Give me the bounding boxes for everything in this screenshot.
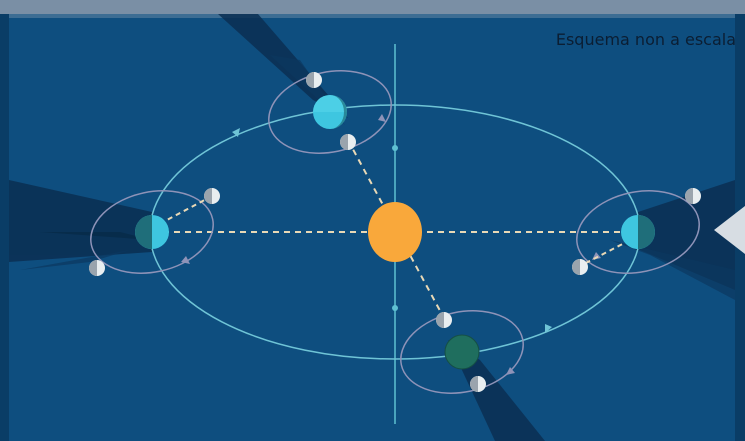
moon-orbits bbox=[90, 70, 700, 394]
moon-arrow-left bbox=[181, 256, 190, 264]
earth-bottom bbox=[444, 334, 480, 370]
sun bbox=[368, 202, 422, 262]
earth-left bbox=[135, 215, 169, 249]
top-strip-edge bbox=[0, 14, 745, 18]
shadow-left bbox=[9, 180, 152, 262]
shadow-right bbox=[638, 180, 735, 290]
left-edge bbox=[0, 14, 9, 441]
orbit-arrow-left bbox=[232, 128, 240, 137]
moon-arrow-top bbox=[378, 114, 386, 122]
axis-dot-top bbox=[392, 145, 398, 151]
earth-top bbox=[313, 95, 347, 129]
moon-arrow-bottom bbox=[506, 367, 515, 375]
moon-orbit-right bbox=[576, 190, 700, 274]
shadow-left-core bbox=[40, 232, 152, 240]
light-beam bbox=[714, 206, 745, 254]
scale-caption: Esquema non a escala bbox=[555, 30, 736, 49]
soft-shadow-right bbox=[610, 240, 735, 300]
axis-dot-bottom bbox=[392, 305, 398, 311]
earth-right bbox=[621, 215, 655, 249]
moon-orbit-left bbox=[90, 190, 214, 274]
moon-shading bbox=[89, 72, 693, 392]
orbit-arrow-right bbox=[545, 324, 552, 333]
top-strip bbox=[0, 0, 745, 14]
soft-shadows bbox=[20, 55, 735, 300]
moon-orbit-top bbox=[268, 70, 392, 154]
moon-orbit-bottom bbox=[400, 310, 524, 394]
soft-shadow-left bbox=[20, 250, 130, 270]
